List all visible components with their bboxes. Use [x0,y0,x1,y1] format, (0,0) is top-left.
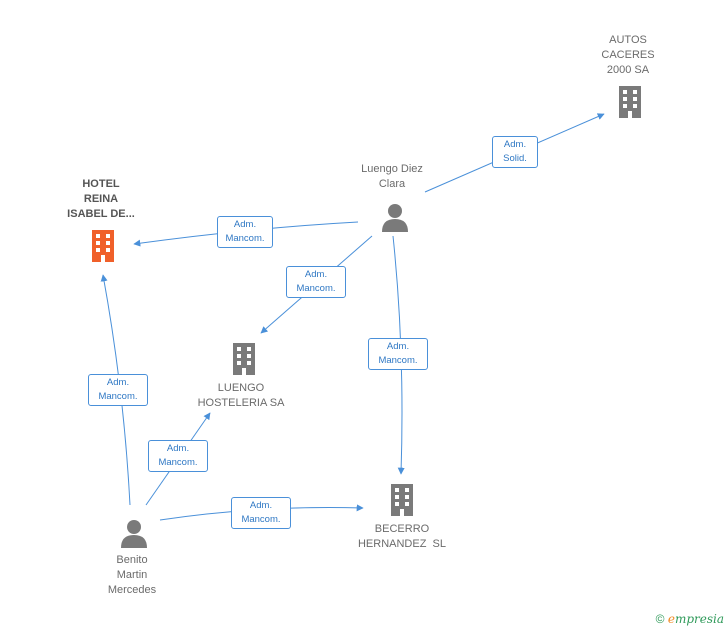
node-label-luengo-diez-clara[interactable]: Luengo Diez Clara [361,163,423,190]
node-label-hotel-reina-isabel[interactable]: HOTEL REINA ISABEL DE... [67,178,135,220]
node-label-becerro-hernandez[interactable]: BECERRO HERNANDEZ SL [357,523,447,550]
footer-credit: © empresia [656,612,724,626]
edge-label-adm-mancom[interactable]: Adm. Mancom. [286,266,346,298]
edge-label-adm-mancom[interactable]: Adm. Mancom. [231,497,291,529]
person-icon[interactable] [380,202,410,232]
empresia-logo[interactable]: empresia [667,612,724,626]
copyright-symbol: © [655,612,665,626]
building-icon[interactable] [386,482,418,516]
edge-label-adm-mancom[interactable]: Adm. Mancom. [88,374,148,406]
edge-label-adm-mancom[interactable]: Adm. Mancom. [217,216,273,248]
person-icon[interactable] [119,518,149,548]
node-label-autos-caceres[interactable]: AUTOS CACERES 2000 SA [601,34,655,76]
building-icon[interactable] [228,341,260,375]
building-icon[interactable] [87,228,119,262]
edge-label-adm-mancom[interactable]: Adm. Mancom. [148,440,208,472]
node-label-benito-martin-mercedes[interactable]: Benito Martin Mercedes [107,554,157,596]
edge-label-adm-solid[interactable]: Adm. Solid. [492,136,538,168]
node-label-luengo-hosteleria[interactable]: LUENGO HOSTELERIA SA [197,382,285,409]
edge-label-adm-mancom[interactable]: Adm. Mancom. [368,338,428,370]
building-icon[interactable] [614,84,646,118]
